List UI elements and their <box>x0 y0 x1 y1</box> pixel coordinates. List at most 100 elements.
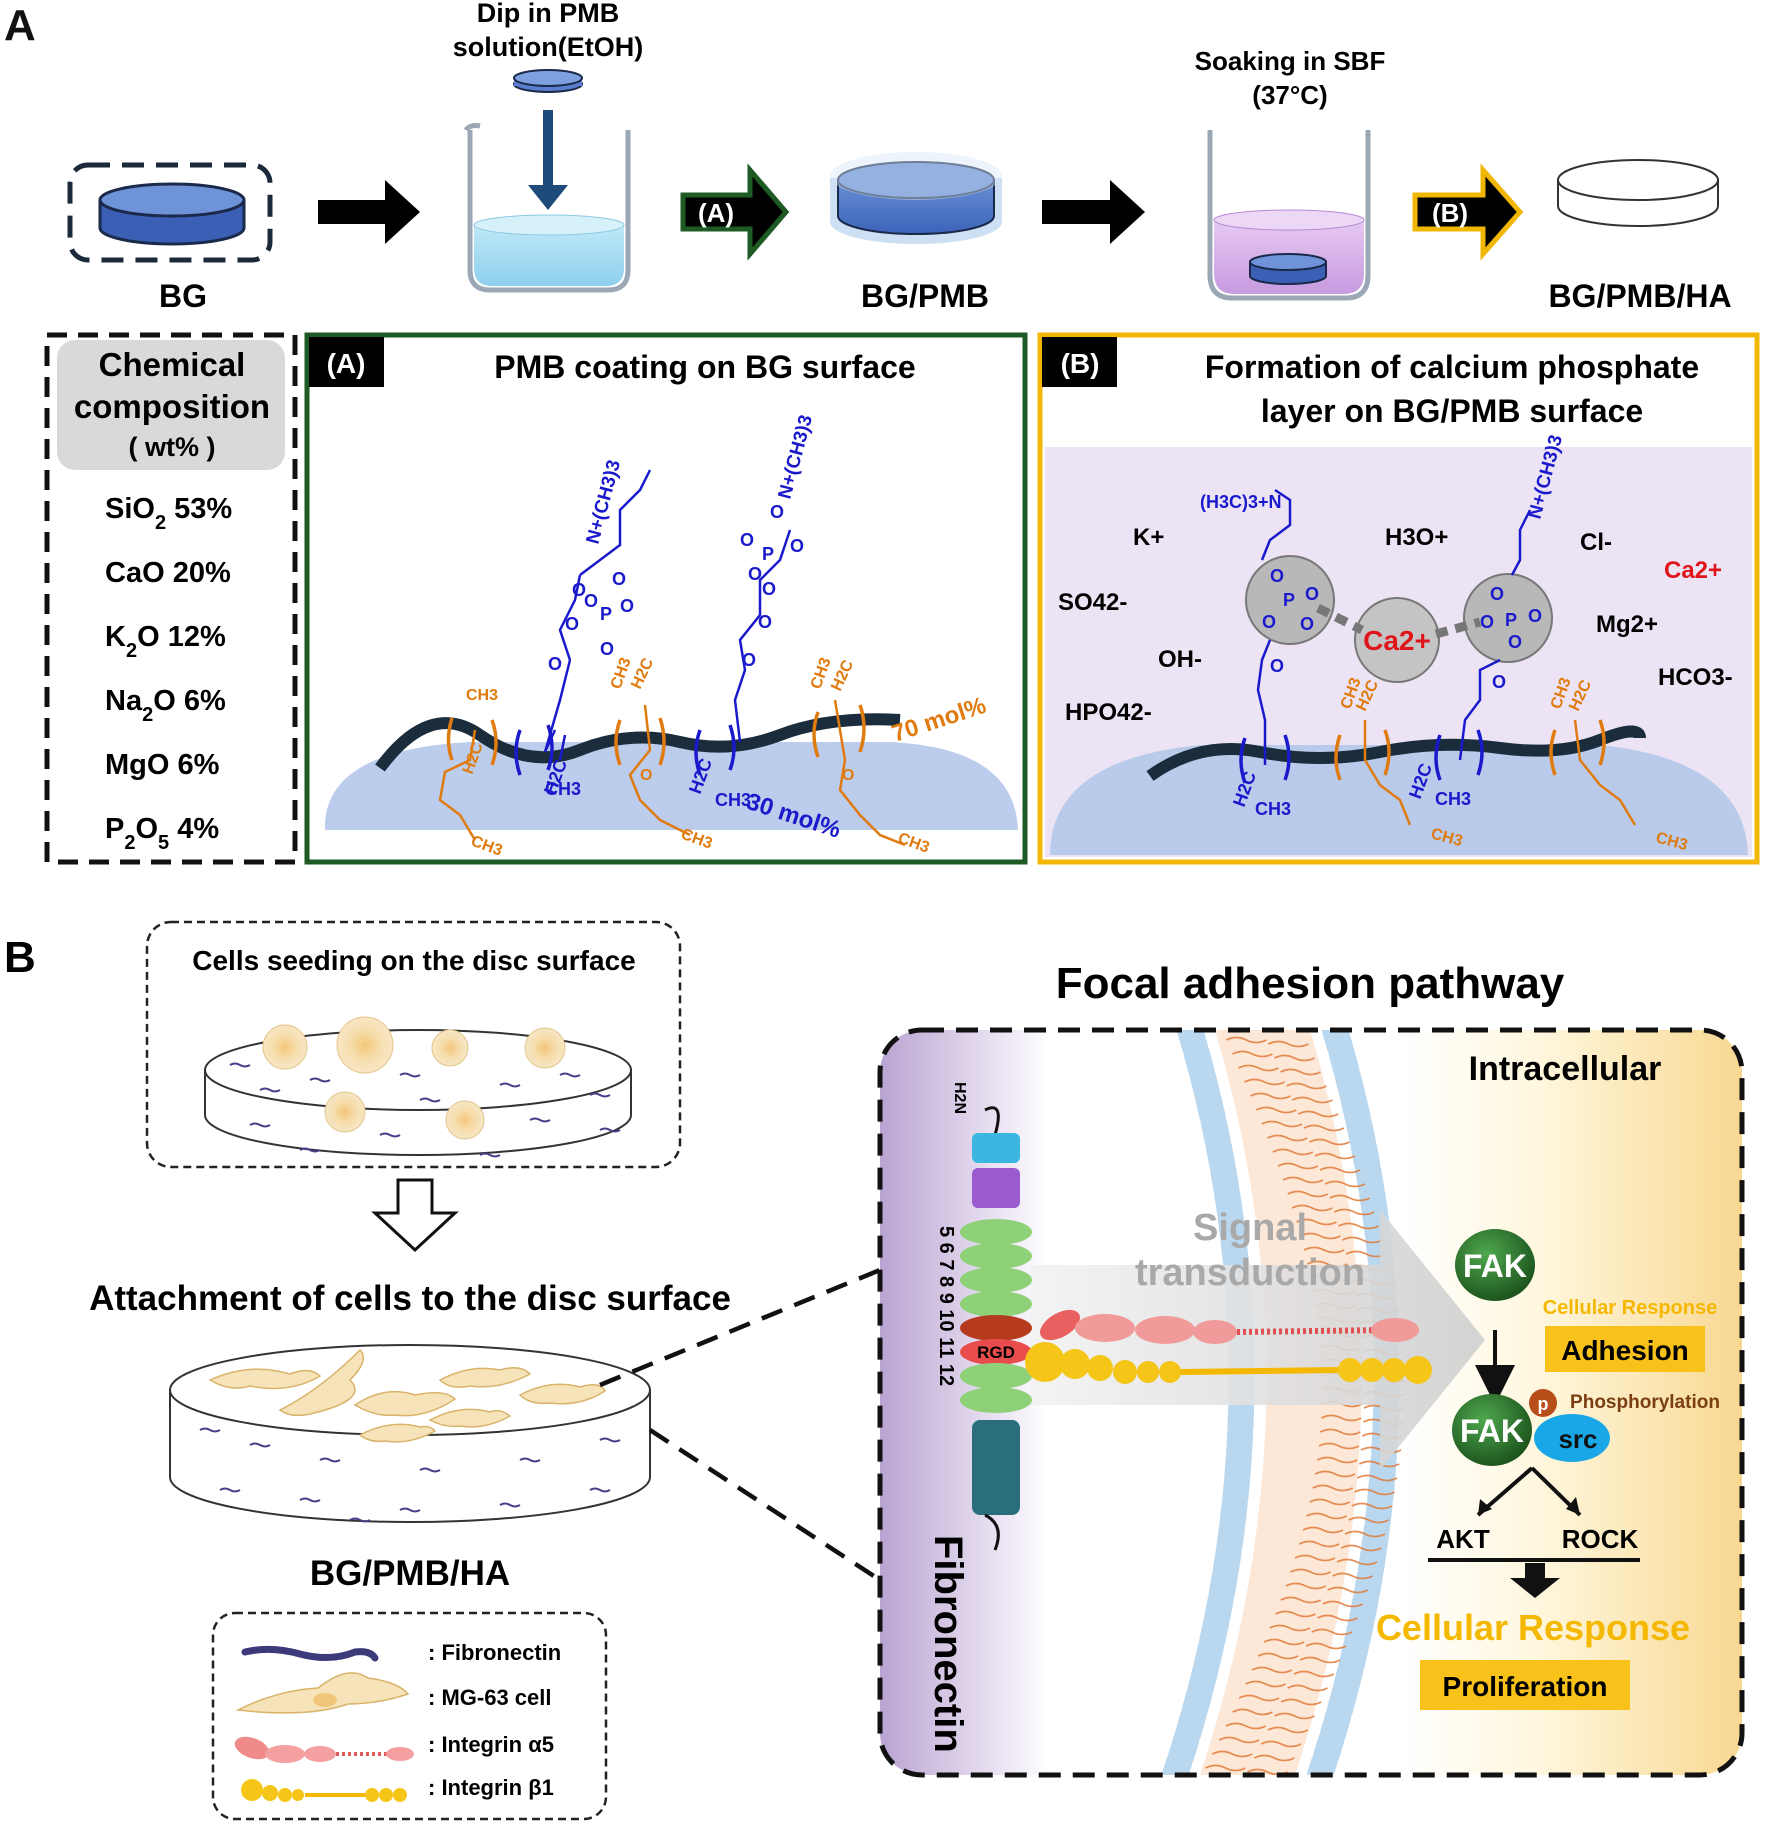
svg-text:O: O <box>742 650 756 670</box>
ion-mg: Mg2+ <box>1596 611 1658 638</box>
svg-text:O: O <box>770 502 784 522</box>
svg-text:CH3: CH3 <box>545 779 581 799</box>
svg-text:CH3: CH3 <box>466 687 498 704</box>
legend-integrin-b1-swatch <box>241 1779 407 1802</box>
dip-label-line2: solution(EtOH) <box>453 32 643 62</box>
zoom-line-bottom <box>648 1428 882 1582</box>
bg-pmb-disc <box>830 152 1002 244</box>
panel-label-a: A <box>4 1 36 50</box>
attached-disc <box>169 1344 651 1523</box>
svg-text:O: O <box>548 654 562 674</box>
signal-text-2: transduction <box>1135 1252 1365 1294</box>
phosphorylation-label: Phosphorylation <box>1570 1392 1720 1413</box>
ions: (H3C)3+N K+ H3O+ Cl- Ca2+ SO42- Mg2+ OH-… <box>1058 492 1733 726</box>
composition-row-5: P2O5 4% <box>105 813 219 854</box>
ion-hn: (H3C)3+N <box>1200 492 1282 512</box>
svg-text:P: P <box>1283 590 1295 610</box>
svg-text:O: O <box>762 579 776 599</box>
svg-text:O: O <box>572 580 586 600</box>
bg-label: BG <box>159 278 207 314</box>
soak-label-line1: Soaking in SBF <box>1195 46 1386 76</box>
dip-beaker <box>463 69 631 293</box>
svg-text:O: O <box>1270 566 1284 586</box>
legend-label-integrin_b1: : Integrin β1 <box>428 1775 554 1800</box>
fibronectin-modules <box>960 1106 1032 1551</box>
svg-text:O: O <box>1508 632 1522 652</box>
rgd-label: RGD <box>977 1343 1015 1362</box>
ion-ca-center: Ca2+ <box>1363 625 1431 656</box>
bg-pmb-ha-label: BG/PMB/HA <box>1548 278 1731 314</box>
ion-so4: SO42- <box>1058 589 1127 616</box>
box-b-title-1: Formation of calcium phosphate <box>1205 349 1699 385</box>
rock-label: ROCK <box>1562 1524 1639 1554</box>
legend-labels: : Fibronectin: MG-63 cell: Integrin α5: … <box>428 1640 561 1800</box>
box-a-title: PMB coating on BG surface <box>494 349 915 385</box>
svg-text:O: O <box>620 596 634 616</box>
disc-label: BG/PMB/HA <box>310 1554 510 1593</box>
process-arrow-a <box>680 163 790 261</box>
legend-integrin-a5-swatch <box>234 1736 414 1763</box>
svg-text:O: O <box>842 767 854 784</box>
ion-k: K+ <box>1133 524 1164 551</box>
composition-box <box>44 332 298 865</box>
merge-arrow <box>1510 1563 1560 1598</box>
box-b-tag: (B) <box>1061 348 1100 379</box>
proliferation-label: Proliferation <box>1443 1671 1608 1702</box>
ion-ca: Ca2+ <box>1664 557 1722 584</box>
bg-pmb-ha-disc <box>1557 159 1719 227</box>
proliferation-badge <box>1420 1660 1630 1710</box>
cellular-response-big: Cellular Response <box>1376 1607 1690 1648</box>
fak-bottom-label: FAK <box>1460 1413 1524 1449</box>
composition-row-2: K2O 12% <box>105 621 226 662</box>
zoom-line-top <box>599 1267 881 1388</box>
adhesion-badge <box>1545 1326 1705 1372</box>
ion-cl: Cl- <box>1580 529 1612 556</box>
svg-text:O: O <box>600 639 614 659</box>
svg-text:P: P <box>600 604 612 624</box>
p-node <box>1529 1389 1557 1417</box>
panel-label-b: B <box>4 933 36 982</box>
svg-text:O: O <box>758 612 772 632</box>
intracellular-label: Intracellular <box>1469 1050 1662 1088</box>
signal-arrow <box>1030 1210 1485 1470</box>
svg-text:O: O <box>1300 614 1314 634</box>
box-b-title-2: layer on BG/PMB surface <box>1261 393 1643 429</box>
svg-text:O: O <box>740 530 754 550</box>
fak-bottom-node <box>1452 1394 1532 1466</box>
composition-title-3: ( wt% ) <box>129 432 216 462</box>
sbf-beaker <box>1207 130 1371 301</box>
process-arrow-b <box>1412 163 1524 261</box>
composition-row-1: CaO 20% <box>105 557 231 589</box>
svg-text:O: O <box>612 569 626 589</box>
composition-title-1: Chemical <box>99 346 246 383</box>
legend-fibronectin-swatch <box>241 1645 379 1662</box>
pathway-box <box>877 1027 1745 1778</box>
arrow-b-label: (B) <box>1432 198 1468 228</box>
svg-text:P: P <box>762 544 774 564</box>
attachment-title: Attachment of cells to the disc surface <box>89 1279 731 1318</box>
svg-text:O: O <box>1492 672 1506 692</box>
integrin-a5 <box>1040 1309 1419 1344</box>
seeding-box <box>145 920 682 1169</box>
ion-h3o: H3O+ <box>1385 524 1448 551</box>
legend-label-fibronectin: : Fibronectin <box>428 1640 561 1665</box>
legend-label-mg63: : MG-63 cell <box>428 1685 551 1710</box>
svg-text:P: P <box>1505 610 1517 630</box>
pathway-title: Focal adhesion pathway <box>1056 959 1565 1008</box>
adhesion-label: Adhesion <box>1561 1335 1689 1366</box>
ion-hpo4: HPO42- <box>1065 699 1152 726</box>
polymer-backbone-b <box>1146 725 1646 781</box>
svg-text:O: O <box>1270 656 1284 676</box>
integrin-b1 <box>1025 1342 1432 1384</box>
composition-row-3: Na2O 6% <box>105 685 226 726</box>
composition-title-2: composition <box>74 388 270 425</box>
seeding-title: Cells seeding on the disc surface <box>192 945 635 976</box>
svg-text:O: O <box>1490 584 1504 604</box>
svg-text:O: O <box>790 536 804 556</box>
process-arrow-2 <box>1042 180 1145 244</box>
svg-text:CH3: CH3 <box>1435 789 1471 809</box>
ion-hco3: HCO3- <box>1658 664 1733 691</box>
svg-text:CH3: CH3 <box>1255 799 1291 819</box>
p-label: p <box>1538 1394 1549 1414</box>
